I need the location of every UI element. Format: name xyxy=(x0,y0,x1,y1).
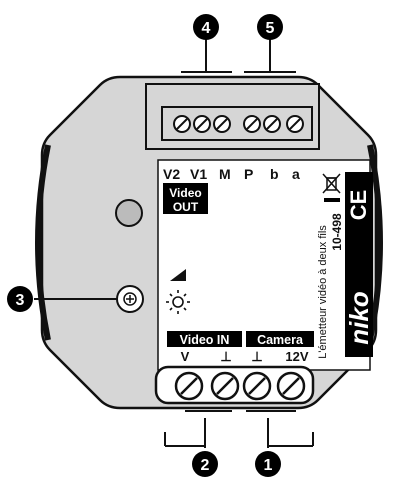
callout-4: 4 xyxy=(193,14,219,40)
callout-bracket-1 xyxy=(246,410,314,448)
callout-bracket-2 xyxy=(164,410,232,448)
screw-terminal xyxy=(213,115,231,133)
pin-label-ground-1: ⊥ xyxy=(220,349,231,364)
screw-terminal xyxy=(286,115,304,133)
screw-terminal xyxy=(263,115,281,133)
pin-label-12v: 12V xyxy=(285,349,308,364)
product-description: L'émetteur vidéo à deux fils xyxy=(317,225,329,359)
screw-terminal xyxy=(174,371,204,401)
ce-mark: CE xyxy=(346,190,371,221)
callout-4-number: 4 xyxy=(202,20,211,37)
screw-terminal xyxy=(242,371,272,401)
callout-3-number: 3 xyxy=(16,292,25,309)
callout-1-number: 1 xyxy=(264,457,273,474)
video-out-label-box xyxy=(163,183,208,214)
brightness-sun-icon xyxy=(166,290,190,314)
callout-5: 5 xyxy=(257,14,283,40)
video-out-line1: Video xyxy=(169,186,201,200)
terminal-label-p: P xyxy=(244,166,253,182)
terminal-label-v1: V1 xyxy=(190,166,207,182)
video-out-line2: OUT xyxy=(173,200,199,214)
callout-bracket-5 xyxy=(244,39,296,73)
video-in-label: Video IN xyxy=(180,333,230,347)
weee-bin-icon xyxy=(322,173,341,194)
callout-2: 2 xyxy=(192,451,218,477)
top-screws xyxy=(173,115,304,133)
product-code: 10-498 xyxy=(330,213,344,251)
callout-2-number: 2 xyxy=(201,457,210,474)
pin-label-v: V xyxy=(181,349,190,364)
terminal-label-b: b xyxy=(270,166,279,182)
callout-1: 1 xyxy=(255,451,281,477)
housing-left-arc xyxy=(35,144,51,341)
screw-terminal xyxy=(173,115,191,133)
terminal-label-m: M xyxy=(219,166,231,182)
weee-bar xyxy=(324,198,340,202)
callout-5-number: 5 xyxy=(266,20,275,37)
screw-terminal xyxy=(210,371,240,401)
screw-terminal xyxy=(276,371,306,401)
pin-label-ground-2: ⊥ xyxy=(251,349,262,364)
screw-terminal xyxy=(243,115,261,133)
housing-right-arc xyxy=(367,144,383,341)
callout-3: 3 xyxy=(7,286,33,312)
brand-logo: niko xyxy=(344,291,374,345)
callout-bracket-4 xyxy=(181,39,232,73)
brightness-ramp-icon xyxy=(170,269,186,281)
terminal-label-v2: V2 xyxy=(163,166,180,182)
screw-terminal xyxy=(193,115,211,133)
brightness-potentiometer[interactable] xyxy=(116,285,144,313)
product-panel xyxy=(345,172,373,357)
camera-label-box xyxy=(246,331,314,347)
camera-label: Camera xyxy=(257,333,304,347)
indicator-dot xyxy=(115,199,143,227)
terminal-label-a: a xyxy=(292,166,300,182)
bottom-screws xyxy=(174,371,306,401)
video-in-label-box xyxy=(167,331,242,347)
